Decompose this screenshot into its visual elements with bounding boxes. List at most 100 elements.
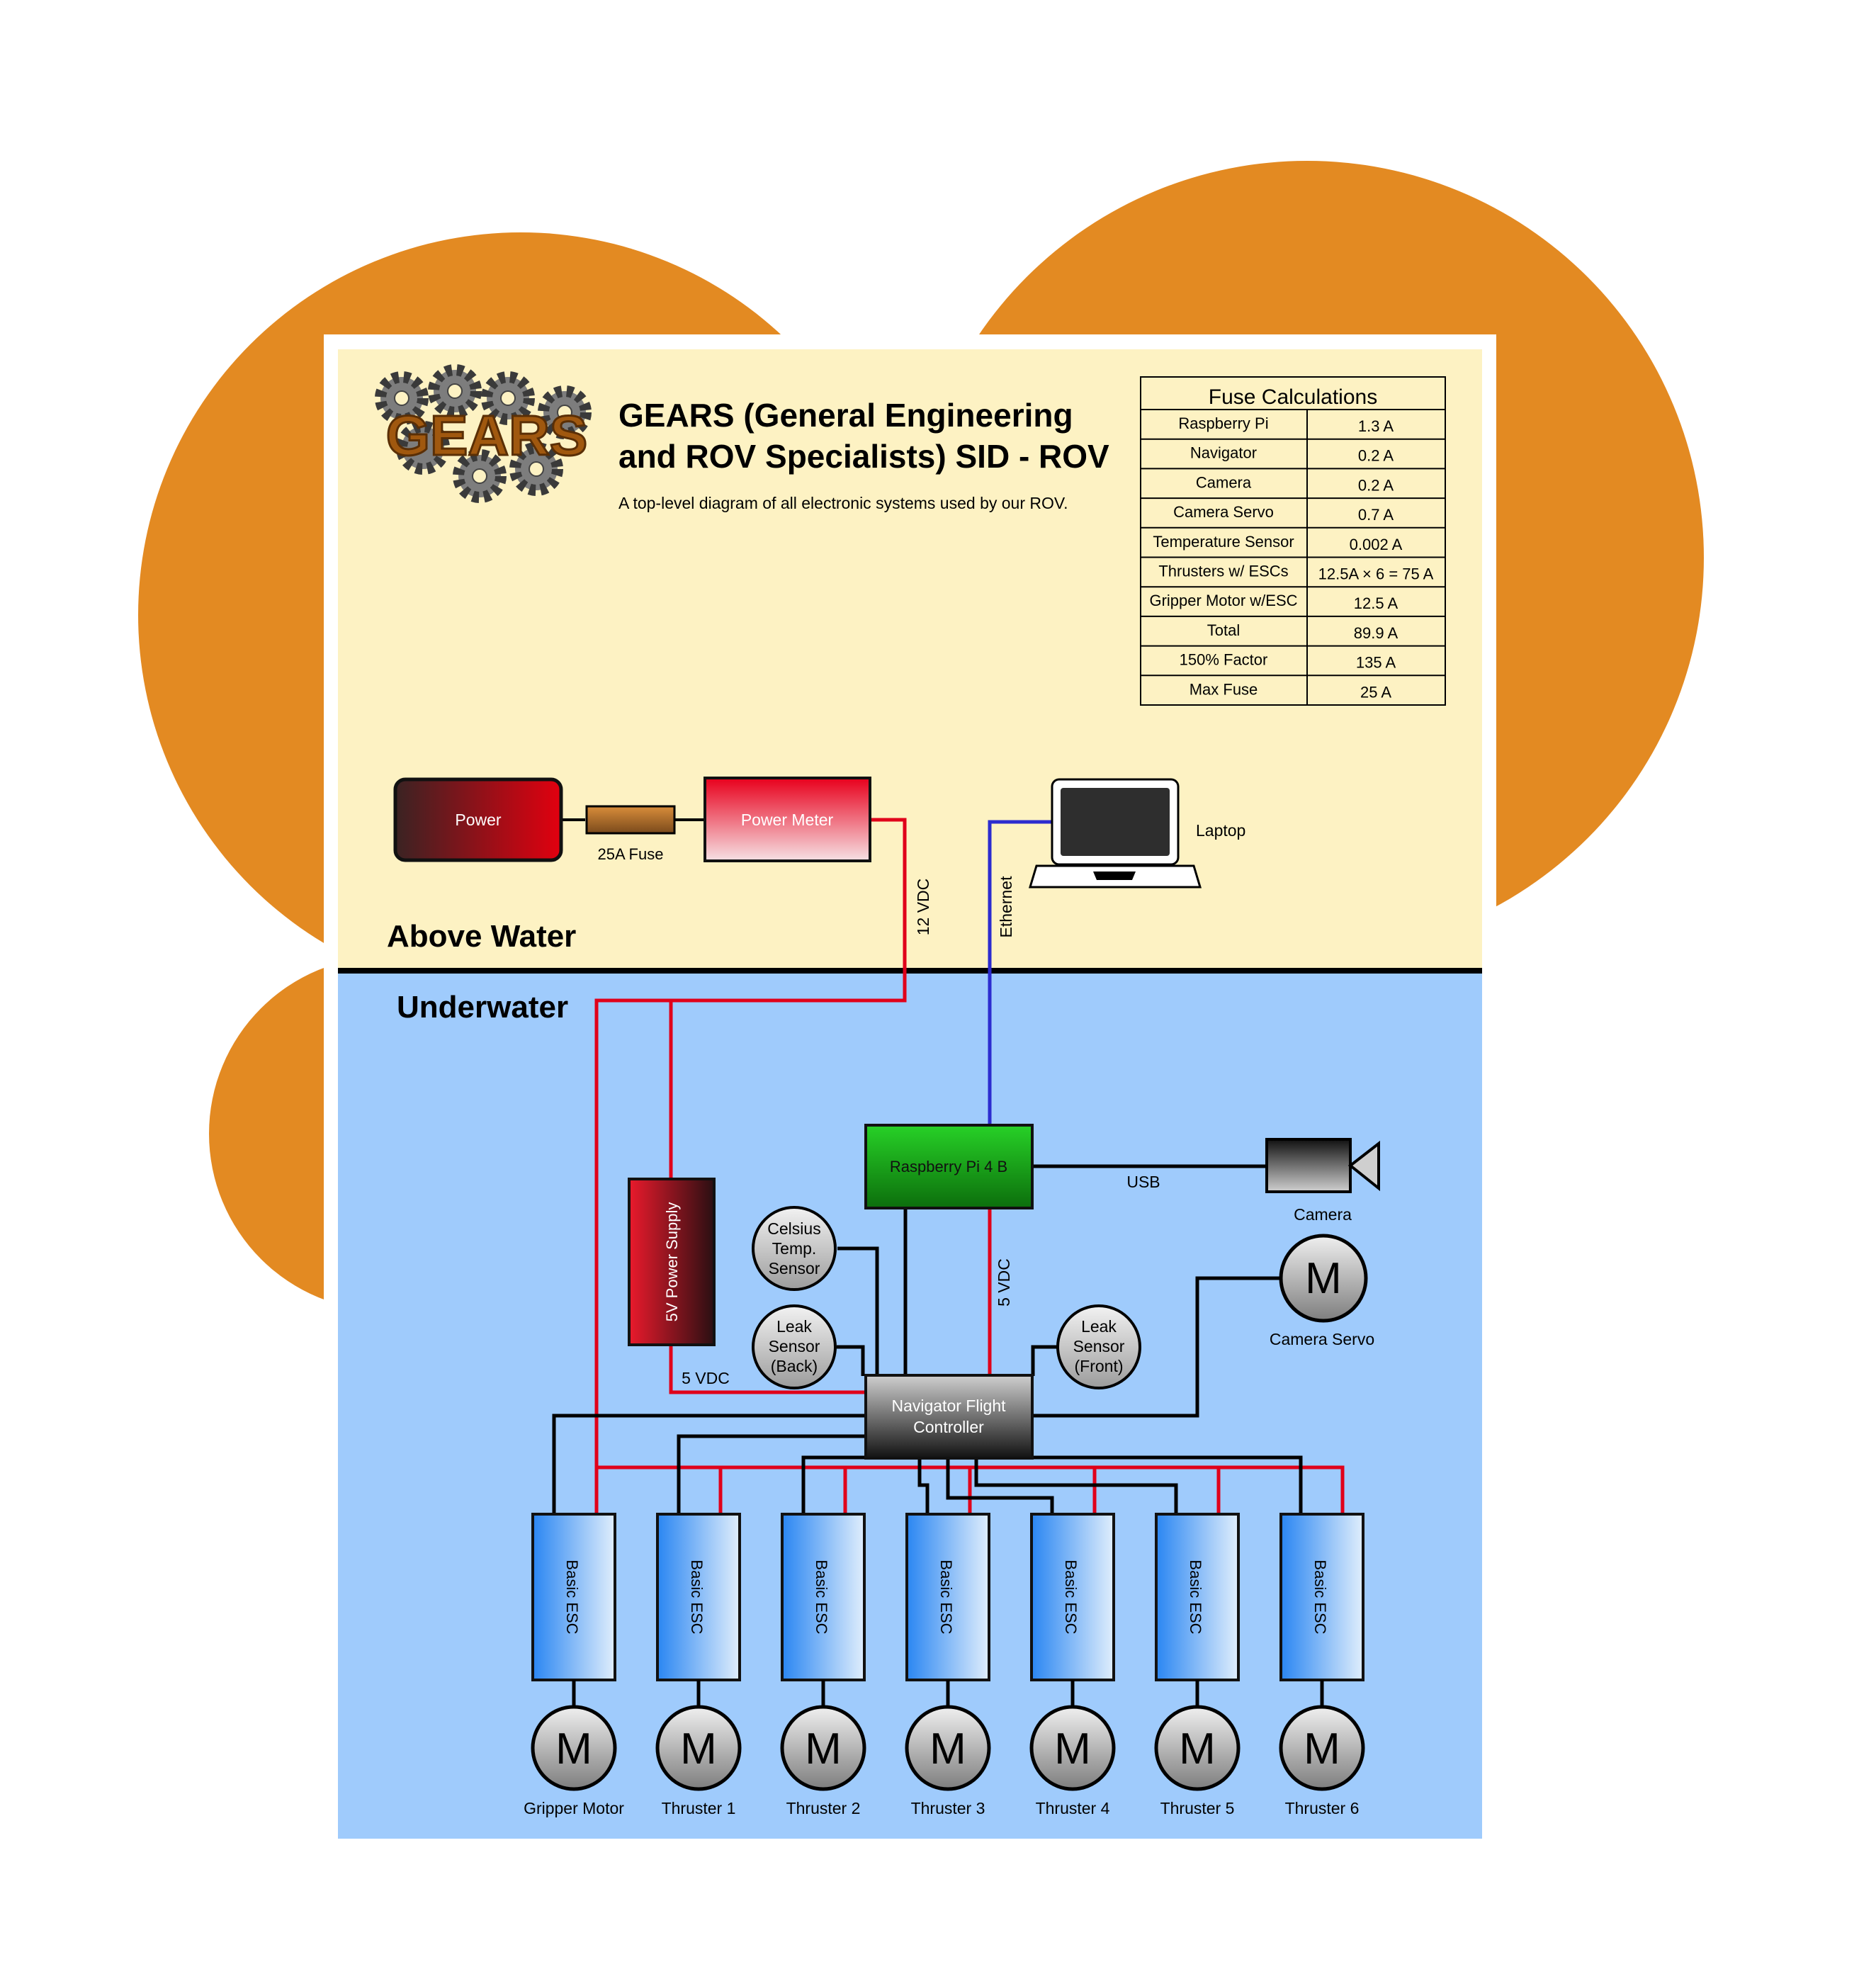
svg-text:Temp.: Temp. [772, 1239, 817, 1258]
esc-motor-column: Basic ESC M Thruster 2 [780, 1513, 866, 1817]
wire-nav-thruster2 [801, 1455, 891, 1514]
fuse-row-item: 150% Factor [1180, 651, 1268, 669]
power-supply-5v: 5V Power Supply [628, 1178, 716, 1346]
motor-label: Thruster 1 [662, 1799, 736, 1817]
camera: Camera [1265, 1138, 1380, 1224]
power-supply-label: 5V Power Supply [663, 1202, 681, 1322]
wire-nav-thruster6 [1005, 1455, 1303, 1514]
fuse-row-item: Gripper Motor w/ESC [1149, 592, 1297, 609]
underwater-label: Underwater [397, 990, 568, 1025]
fuse-table-heading: Fuse Calculations [1209, 385, 1377, 409]
motor-icon [1154, 1705, 1241, 1791]
motor-symbol: M [1179, 1725, 1216, 1773]
wire-ethernet [988, 820, 1052, 1124]
basic-esc [905, 1513, 990, 1681]
fuse-row-value: 0.002 A [1350, 536, 1403, 553]
esc-label: Basic ESC [813, 1560, 830, 1634]
esc-label: Basic ESC [688, 1560, 706, 1634]
motor-symbol: M [805, 1725, 842, 1773]
esc-motor-column: Basic ESC M Thruster 3 [905, 1513, 991, 1817]
wire-12vdc-main [594, 818, 907, 1514]
fuse-row-item: Temperature Sensor [1153, 533, 1294, 551]
label-usb: USB [1126, 1173, 1160, 1191]
motor-icon [905, 1705, 991, 1791]
wire-camera-servo [1032, 1276, 1281, 1418]
wire-nav-thruster1 [677, 1434, 866, 1514]
fuse-row-value: 25 A [1360, 683, 1391, 701]
basic-esc [1279, 1513, 1364, 1681]
fuse-label: 25A Fuse [598, 845, 664, 863]
svg-text:(Back): (Back) [771, 1357, 818, 1375]
power-meter: Power Meter [704, 777, 871, 862]
esc-label: Basic ESC [1062, 1560, 1080, 1634]
wire-celsius [837, 1246, 879, 1376]
motor-label: Thruster 3 [911, 1799, 985, 1817]
wire-5vdc-psu-nav [669, 1345, 866, 1394]
fuse-row-value: 89.9 A [1354, 624, 1398, 642]
motor-icon [1029, 1705, 1116, 1791]
fuse-row-value: 1.3 A [1358, 417, 1394, 435]
esc-motor-column: Basic ESC M Thruster 4 [1029, 1513, 1116, 1817]
gears-logo: GEARS [375, 364, 592, 503]
motor-symbol: M [680, 1725, 717, 1773]
camera-servo-label: Camera Servo [1270, 1330, 1374, 1348]
svg-text:(Front): (Front) [1075, 1357, 1124, 1375]
wire-nav-thruster5 [974, 1457, 1178, 1514]
svg-text:Sensor: Sensor [769, 1337, 820, 1355]
motor-icon [780, 1705, 866, 1791]
wire-nav-gripper [552, 1414, 866, 1514]
subtitle: A top-level diagram of all electronic sy… [618, 494, 1068, 512]
title-line-1: GEARS (General Engineering [618, 397, 1073, 434]
title-line-2: and ROV Specialists) SID - ROV [618, 438, 1109, 475]
esc-motor-column: Basic ESC M Thruster 6 [1279, 1513, 1365, 1817]
fuse-row-value: 0.2 A [1358, 476, 1394, 494]
esc-label: Basic ESC [563, 1560, 581, 1634]
raspberry-pi: Raspberry Pi 4 B [864, 1124, 1034, 1209]
fuse-row-item: Camera Servo [1173, 503, 1274, 521]
wire-nav-thruster4 [946, 1457, 1054, 1514]
fuse-row-item: Thrusters w/ ESCs [1158, 563, 1288, 580]
esc-label: Basic ESC [937, 1560, 955, 1634]
motor-icon [655, 1705, 742, 1791]
fuse-row-item: Camera [1196, 473, 1252, 491]
motor-icon [1279, 1705, 1365, 1791]
camera-servo-symbol: M [1305, 1254, 1342, 1303]
label-12vdc: 12 VDC [914, 879, 932, 936]
fuse-row-item: Navigator [1190, 444, 1257, 462]
camera-servo: M Camera Servo [1270, 1234, 1374, 1348]
fuse-row-item: Max Fuse [1190, 680, 1258, 698]
wire-leak-front [1031, 1345, 1061, 1376]
leak-sensor-back: Leak Sensor (Back) [752, 1304, 837, 1389]
wire-leak-back [837, 1345, 865, 1376]
svg-text:Navigator Flight: Navigator Flight [891, 1397, 1006, 1415]
basic-esc [1030, 1513, 1115, 1681]
label-ethernet: Ethernet [997, 876, 1015, 938]
motor-symbol: M [929, 1725, 966, 1773]
camera-label: Camera [1294, 1205, 1352, 1224]
leak-sensor-front: Leak Sensor (Front) [1056, 1304, 1141, 1389]
svg-text:Celsius: Celsius [767, 1219, 820, 1238]
fuse-row-value: 12.5A × 6 = 75 A [1318, 565, 1434, 583]
motor-symbol: M [1304, 1725, 1340, 1773]
fuse-25a: 25A Fuse [585, 805, 676, 863]
motor-label: Gripper Motor [524, 1799, 624, 1817]
svg-text:Controller: Controller [913, 1418, 984, 1436]
motor-label: Thruster 6 [1285, 1799, 1360, 1817]
power-meter-label: Power Meter [741, 811, 834, 829]
wire-nav-thruster3 [917, 1457, 929, 1514]
navigator-flight-controller: Navigator Flight Controller [864, 1374, 1034, 1460]
motor-symbol: M [1054, 1725, 1091, 1773]
basic-esc [656, 1513, 741, 1681]
power-label: Power [455, 811, 502, 829]
basic-esc [531, 1513, 616, 1681]
esc-label: Basic ESC [1187, 1560, 1204, 1634]
motor-label: Thruster 2 [786, 1799, 861, 1817]
motor-label: Thruster 4 [1036, 1799, 1110, 1817]
basic-esc [1155, 1513, 1240, 1681]
esc-motor-column: Basic ESC M Thruster 1 [655, 1513, 742, 1817]
esc-label: Basic ESC [1311, 1560, 1329, 1634]
label-5vdc-psu: 5 VDC [682, 1369, 730, 1387]
